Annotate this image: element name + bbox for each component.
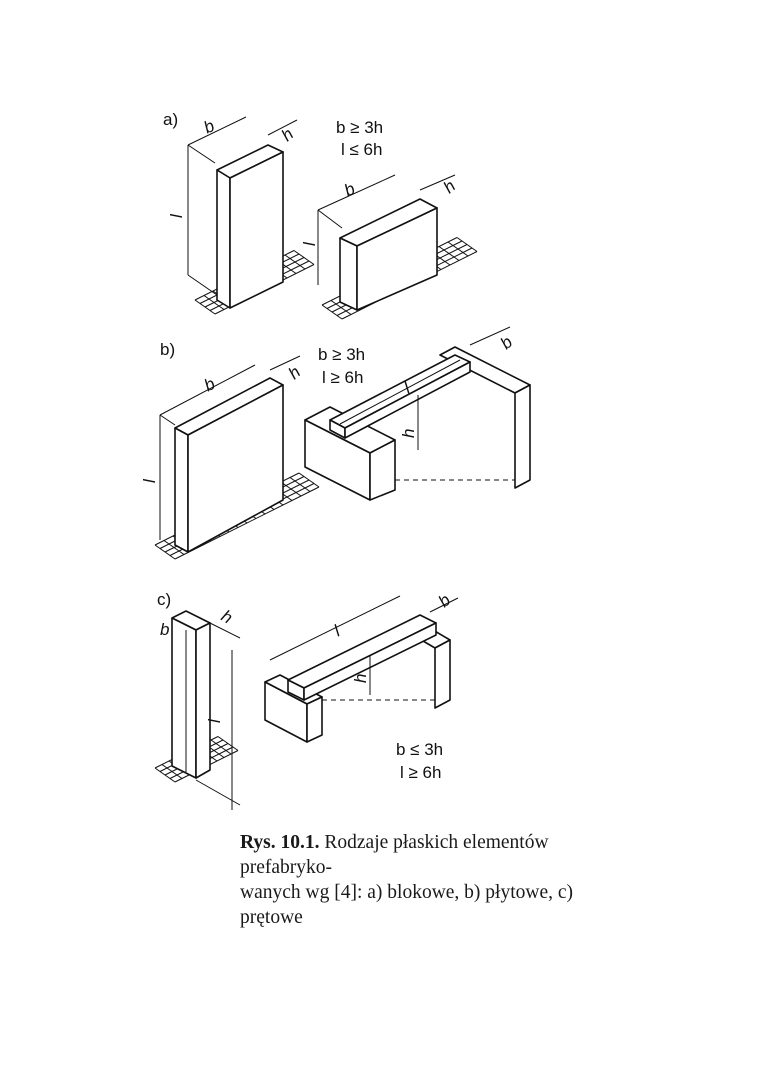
dim-b-label: b	[497, 332, 516, 353]
column-element	[171, 610, 241, 810]
rule-b: b ≥ 3h	[318, 345, 365, 364]
beam-element-on-supports	[264, 595, 459, 743]
dim-h-label: h	[351, 674, 370, 683]
part-b-label: b)	[160, 340, 175, 359]
block-element-wide	[317, 174, 456, 311]
caption-number: Rys. 10.1.	[240, 832, 320, 853]
plate-element-wall	[159, 355, 301, 553]
dim-l-label: l	[300, 241, 319, 246]
dim-l-label: l	[205, 718, 224, 723]
part-a-label: a)	[163, 110, 178, 129]
dim-b-label: b	[160, 620, 169, 639]
dim-h-label: h	[440, 176, 459, 197]
dim-b-label: b	[201, 116, 218, 137]
dim-h-label: h	[399, 429, 418, 438]
rule-b: b ≤ 3h	[396, 740, 443, 759]
rule-l: l ≤ 6h	[341, 140, 382, 159]
grid-line	[174, 486, 320, 560]
caption-line-1: Rodzaje płaskich elementów prefabryko-	[240, 832, 549, 878]
rule-b: b ≥ 3h	[336, 118, 383, 137]
rule-l: l ≥ 6h	[400, 763, 441, 782]
dim-l-label: l	[140, 478, 159, 483]
dim-h-label: h	[285, 362, 304, 383]
block-element-tall	[187, 116, 298, 309]
dim-h-label: h	[218, 606, 236, 627]
dim-l-label: l	[167, 213, 186, 218]
slab-element-on-supports	[304, 326, 531, 501]
figure-caption: Rys. 10.1. Rodzaje płaskich elementów pr…	[240, 830, 620, 930]
dim-b-label: b	[341, 179, 358, 200]
caption-line-2: wanych wg [4]: a) blokowe, b) płytowe, c…	[240, 882, 574, 928]
dim-h-label: h	[278, 124, 297, 145]
rule-l: l ≥ 6h	[322, 368, 363, 387]
part-c-label: c)	[157, 590, 171, 609]
